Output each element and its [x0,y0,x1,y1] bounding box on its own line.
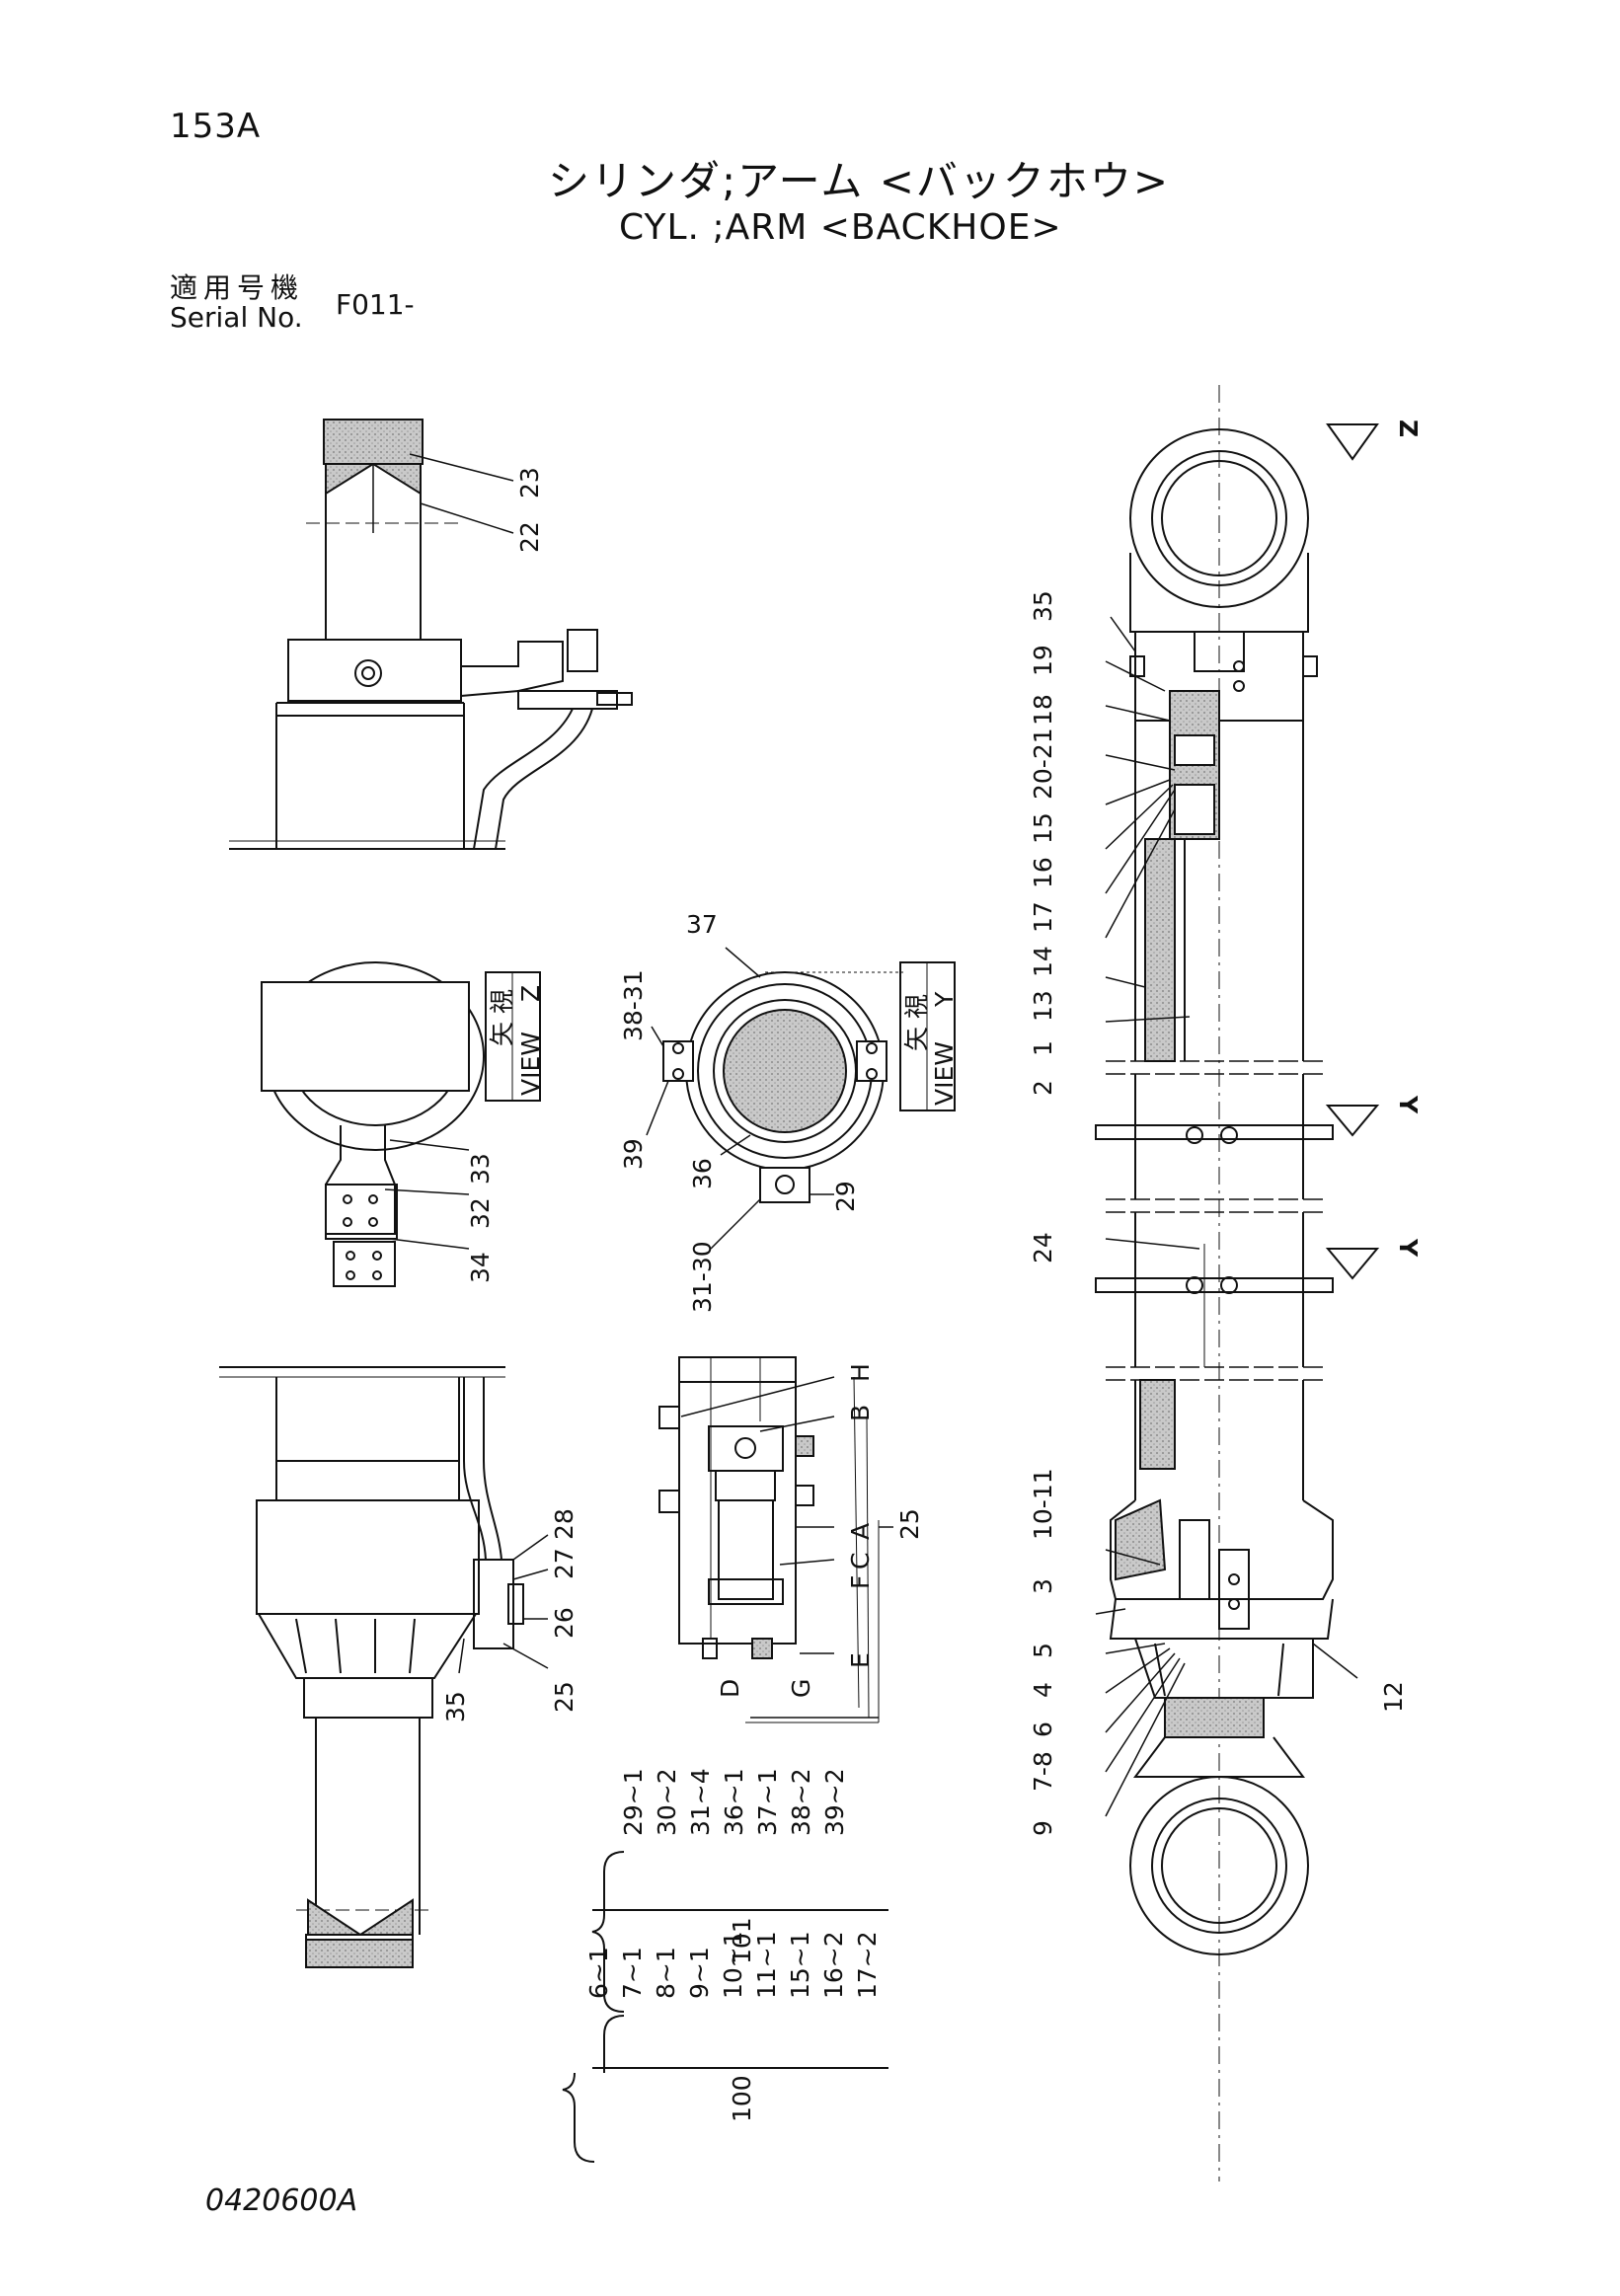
view-y-label: VIEW [930,1041,959,1106]
title-english: CYL. ;ARM <BACKHOE> [619,207,1062,248]
kit-100-item-7: 15~1 [786,1931,814,1999]
cylinder-head-side-view [219,1366,549,1968]
kit-100-item-6: 11~1 [752,1931,781,1999]
callout-1: 1 [1029,1040,1057,1056]
callout-18: 18 [1029,694,1057,726]
kit-100-item-2: 7~1 [618,1947,647,1999]
kit-101-item-2: 30~2 [653,1768,681,1836]
callout-5: 5 [1029,1643,1057,1658]
valve-callout-25: 25 [895,1508,924,1540]
callout-37: 37 [686,910,718,939]
callout-36: 36 [688,1158,717,1189]
kit-101-item-7: 39~2 [820,1768,849,1836]
valve-label-D: D [716,1679,744,1698]
callout-38-31: 38-31 [619,969,648,1041]
callout-22: 22 [515,521,544,553]
kit-100-item-4: 9~1 [685,1947,714,1999]
valve-section-drawing [658,1356,893,1723]
kit-101-item-3: 31~4 [686,1768,715,1836]
callout-32: 32 [466,1197,495,1229]
view-y-drawing [646,947,956,1250]
serial-label-english: Serial No. [170,301,303,334]
callout-6: 6 [1029,1722,1057,1737]
callout-26: 26 [550,1607,579,1639]
view-y-letter: Y [930,991,959,1008]
callout-24: 24 [1029,1232,1057,1263]
callout-20-21: 20-21 [1029,727,1057,800]
kit-100-item-1: 6~1 [584,1947,613,1999]
view-z-drawing [261,961,541,1287]
callout-27: 27 [550,1548,579,1579]
callout-4: 4 [1029,1682,1057,1698]
kit-100-item-5: 10~1 [719,1931,747,1999]
view-z-kanji: 矢 視 [488,989,516,1046]
view-y-kanji: 矢 視 [902,994,931,1051]
callout-2: 2 [1029,1080,1057,1096]
callout-7-8: 7-8 [1029,1751,1057,1792]
callout-17: 17 [1029,901,1057,933]
kit-101-item-6: 38~2 [787,1768,815,1836]
marker-y-lower: Y [1394,1238,1423,1258]
callout-3: 3 [1029,1578,1057,1594]
callout-14: 14 [1029,946,1057,977]
kit-brackets [562,1851,625,2163]
callout-19: 19 [1029,645,1057,676]
main-cylinder-drawing [1095,385,1380,2181]
valve-label-F: F [846,1575,875,1589]
callout-35: 35 [1029,590,1057,622]
valve-label-C: C [846,1553,875,1569]
valve-label-G: G [787,1679,815,1698]
kit-101-number: 101 [728,1917,756,1964]
callout-9: 9 [1029,1820,1057,1836]
view-z-label: VIEW [516,1032,545,1096]
serial-label-japanese: 適用号機 [170,271,305,304]
callout-16: 16 [1029,857,1057,888]
kit-101-item-4: 36~1 [720,1768,748,1836]
callout-28: 28 [550,1508,579,1540]
kit-100-item-9: 17~2 [853,1931,882,1999]
kit-101-item-5: 37~1 [753,1768,782,1836]
callout-10-11: 10-11 [1029,1468,1057,1540]
callout-15: 15 [1029,812,1057,844]
callout-25: 25 [550,1681,579,1713]
kit-101-item-1: 29~1 [619,1768,648,1836]
valve-label-E: E [846,1652,875,1668]
callout-39: 39 [619,1138,648,1170]
valve-label-H: H [846,1363,875,1382]
kit-100-item-3: 8~1 [652,1947,680,1999]
cylinder-rod-end-top-view [229,419,633,850]
callout-13: 13 [1029,990,1057,1022]
marker-y-upper: Y [1394,1095,1423,1114]
valve-label-B: B [846,1405,875,1421]
drawing-number: 0420600A [205,2183,358,2218]
kit-100-item-8: 16~2 [819,1931,848,1999]
callout-35-left: 35 [441,1691,470,1722]
callout-31-30: 31-30 [688,1241,717,1313]
page-number: 153A [170,107,262,146]
marker-z: Z [1394,420,1423,437]
callout-29: 29 [831,1181,860,1212]
serial-value: F011- [336,288,415,321]
callout-34: 34 [466,1252,495,1283]
view-z-letter: Z [516,985,545,1002]
title-japanese: シリンダ;アーム <バックホウ> [548,157,1171,205]
valve-label-A: A [846,1523,875,1540]
callout-33: 33 [466,1153,495,1185]
kit-100-number: 100 [728,2075,756,2122]
callout-23: 23 [515,467,544,498]
callout-12: 12 [1379,1681,1408,1713]
